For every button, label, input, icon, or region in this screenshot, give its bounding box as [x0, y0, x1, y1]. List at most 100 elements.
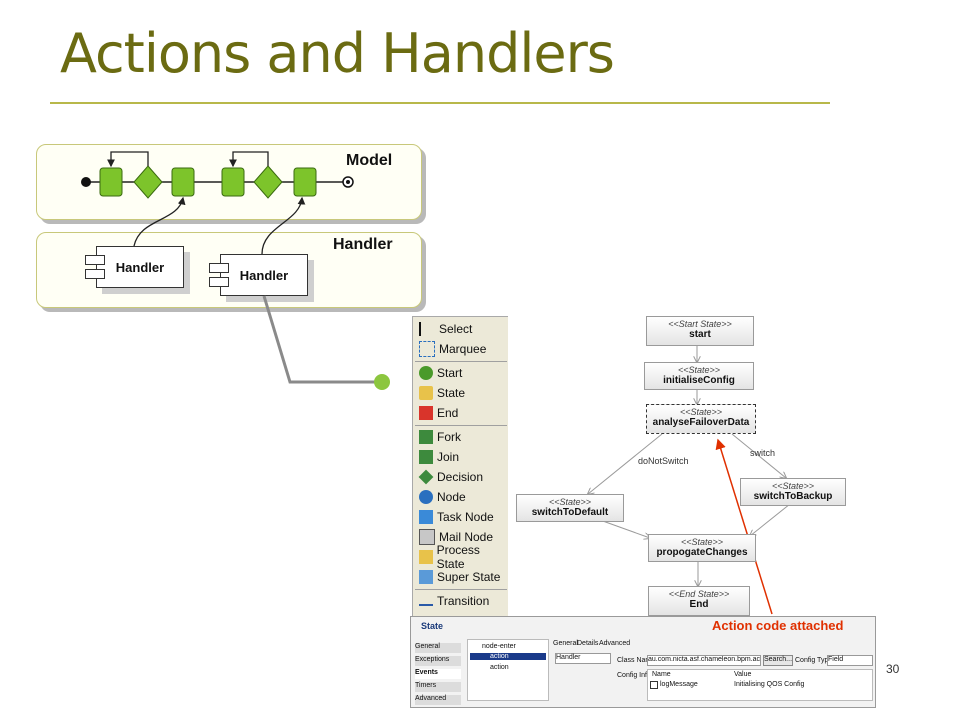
state-stereotype: <<State>> — [548, 497, 592, 507]
class-name-field[interactable]: au.com.nicta.asf.chameleon.bpm.actionHan… — [647, 655, 761, 666]
task-icon — [419, 510, 433, 524]
palette-item-start[interactable]: Start — [419, 363, 462, 383]
model-decision-1 — [133, 165, 163, 199]
palette-label: Task Node — [437, 510, 494, 524]
palette-label: Decision — [437, 470, 484, 484]
state-name: analyseFailoverData — [652, 417, 750, 428]
side-tab-events[interactable]: Events — [415, 669, 461, 679]
model-lane-label: Model — [346, 152, 393, 169]
palette-item-join[interactable]: Join — [419, 447, 459, 467]
end-icon — [419, 406, 433, 420]
tree-item-selected[interactable]: action — [470, 653, 546, 660]
search-button[interactable]: Search... — [763, 655, 793, 666]
palette-label: Mail Node — [439, 530, 494, 544]
transition-label-donotswitch: doNotSwitch — [638, 456, 689, 466]
handler-box-1-label: Handler — [115, 259, 165, 275]
palette-label: Fork — [437, 430, 461, 444]
super-state-icon — [419, 570, 433, 584]
state-propogatechanges[interactable]: <<State>> propogateChanges — [648, 534, 756, 562]
palette-item-state[interactable]: State — [419, 383, 465, 403]
pal-sep — [415, 589, 507, 590]
config-info-label: Config Info — [617, 672, 651, 679]
model-end-node — [342, 176, 354, 188]
palette-label: Process State — [436, 543, 480, 571]
transition-line — [599, 519, 650, 538]
handler-link-1 — [133, 196, 186, 247]
tab-general[interactable]: General — [553, 640, 578, 647]
side-tab-advanced[interactable]: Advanced — [415, 695, 461, 705]
model-loop-1 — [107, 151, 149, 168]
palette-item-fork[interactable]: Fork — [419, 427, 461, 447]
state-name: initialiseConfig — [663, 375, 735, 386]
marquee-icon — [419, 341, 435, 357]
palette-label: End — [437, 406, 459, 420]
mail-icon — [419, 529, 435, 545]
state-switchtodefault[interactable]: <<State>> switchToDefault — [516, 494, 624, 522]
arrow-icon — [419, 597, 433, 606]
model-start-node — [81, 177, 91, 187]
palette-label: Marquee — [439, 342, 487, 356]
palette-item-decision[interactable]: Decision — [418, 467, 484, 487]
handler-box-2-tab-top — [209, 263, 229, 273]
state-stereotype: <<State>> — [679, 407, 723, 417]
start-icon — [419, 366, 433, 380]
transition-label-switch: switch — [750, 448, 776, 458]
palette-item-process-state[interactable]: Process State — [419, 543, 509, 571]
pal-sep — [415, 361, 507, 362]
row-value: Initialising QOS Config — [734, 681, 805, 688]
title-rule — [50, 102, 830, 104]
palette-label: State — [437, 386, 466, 400]
config-table: Name Value logMessage Initialising QOS C… — [647, 669, 873, 701]
palette-label: Node — [437, 490, 466, 504]
model-decision-2 — [253, 165, 283, 199]
handler-lane-label: Handler — [333, 236, 393, 253]
palette-item-task-node[interactable]: Task Node — [419, 507, 494, 527]
state-switchtobackup[interactable]: <<State>> switchToBackup — [740, 478, 846, 506]
state-end[interactable]: <<End State>> End — [648, 586, 750, 616]
palette-item-node[interactable]: Node — [419, 487, 466, 507]
tool-connector-dot — [374, 374, 390, 390]
pointer-icon — [419, 322, 435, 336]
palette-label: Select — [439, 322, 473, 336]
palette-item-transition[interactable]: Transition — [419, 591, 489, 611]
process-icon — [419, 550, 433, 564]
tab-details[interactable]: Details — [577, 640, 599, 647]
handler-box-2: Handler — [209, 254, 308, 296]
handler-box-1-tab-bottom — [85, 269, 105, 279]
tool-palette: Select Marquee Start State End Fork Join… — [412, 316, 510, 618]
side-tab-exceptions[interactable]: Exceptions — [415, 656, 461, 666]
page-number: 30 — [886, 662, 900, 676]
state-initialiseconfig[interactable]: <<State>> initialiseConfig — [644, 362, 754, 390]
palette-label: Start — [437, 366, 463, 380]
handler-box-2-label: Handler — [239, 267, 289, 283]
palette-label: Join — [437, 450, 460, 464]
palette-item-marquee[interactable]: Marquee — [419, 339, 486, 359]
side-tab-timers[interactable]: Timers — [415, 682, 461, 692]
tree-item[interactable]: action — [490, 664, 509, 671]
state-stereotype: <<State>> — [680, 537, 724, 547]
row-checkbox[interactable] — [650, 681, 658, 689]
palette-item-mail-node[interactable]: Mail Node — [419, 527, 493, 547]
state-analysefailoverdata[interactable]: <<State>> analyseFailoverData — [646, 404, 756, 434]
state-name: switchToDefault — [531, 507, 609, 518]
state-name: propogateChanges — [656, 547, 748, 558]
palette-item-end[interactable]: End — [419, 403, 458, 423]
side-tab-general[interactable]: General — [415, 643, 461, 653]
state-stereotype: <<State>> — [677, 365, 721, 375]
palette-label: Transition — [437, 594, 490, 608]
palette-item-select[interactable]: Select — [419, 319, 472, 339]
state-start[interactable]: <<Start State>> start — [646, 316, 754, 346]
tab-advanced[interactable]: Advanced — [599, 640, 631, 647]
gear-icon — [419, 490, 433, 504]
palette-label: Super State — [437, 570, 501, 584]
row-name: logMessage — [660, 681, 698, 688]
state-name: switchToBackup — [753, 491, 833, 502]
palette-item-super-state[interactable]: Super State — [419, 567, 500, 587]
tree-item[interactable]: node-enter — [482, 643, 516, 650]
handler-box-2-tab-bottom — [209, 277, 229, 287]
handler-select[interactable]: Handler — [555, 653, 611, 664]
handler-box-1: Handler — [85, 246, 184, 288]
tool-connector — [262, 295, 382, 384]
config-type-select[interactable]: Field — [827, 655, 873, 666]
state-name: End — [689, 599, 709, 610]
